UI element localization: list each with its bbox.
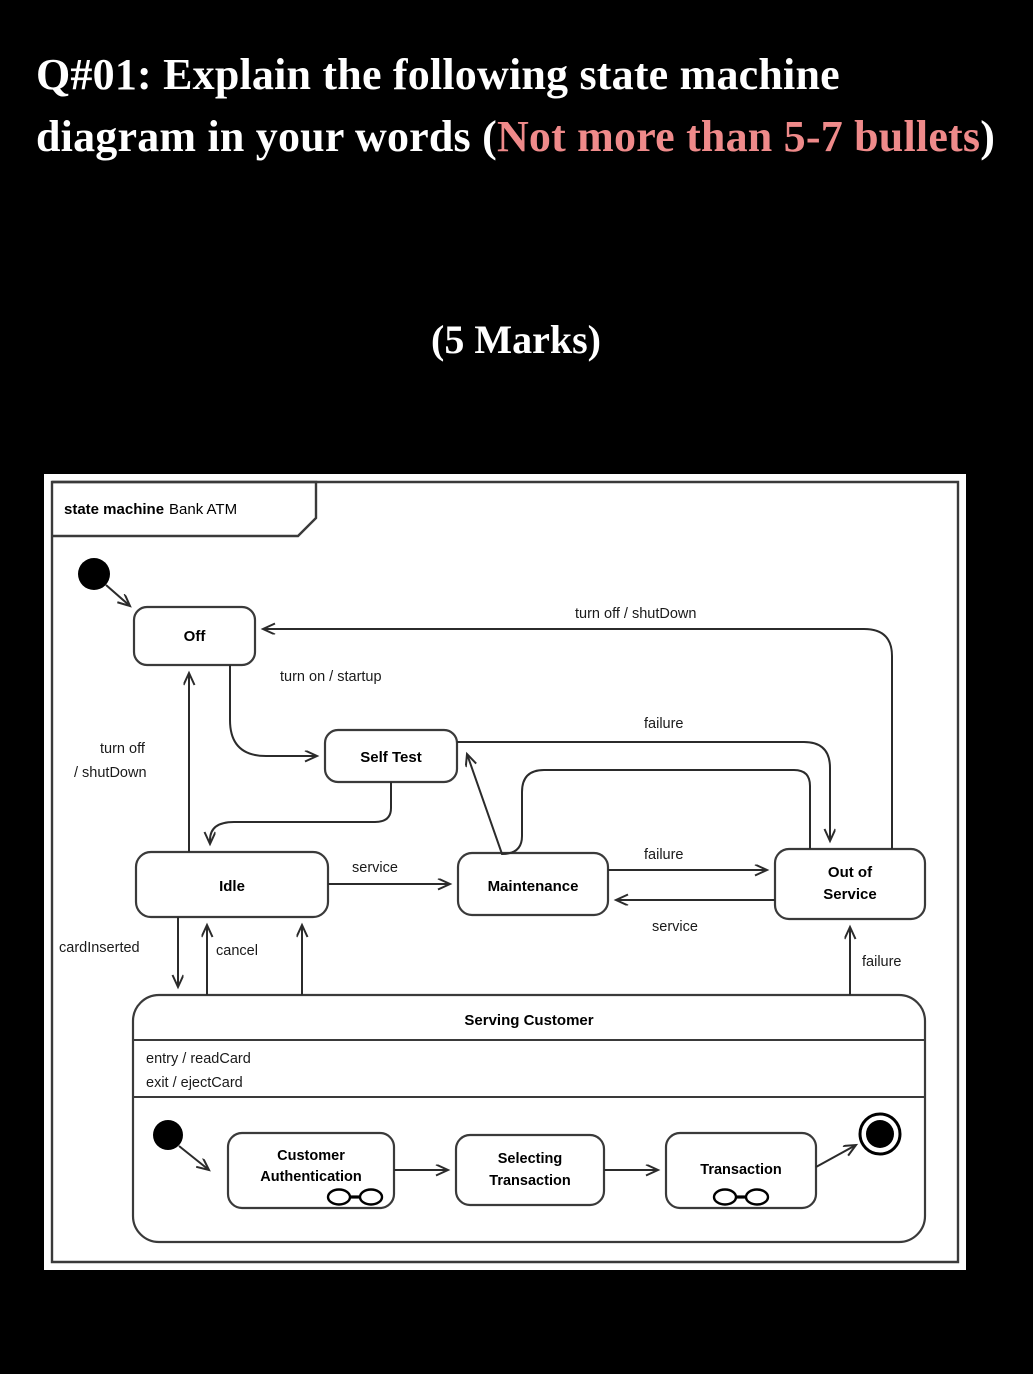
state-maintenance[interactable]: Maintenance: [456, 851, 610, 917]
edge-selftest-to-outofservice: [457, 741, 830, 841]
state-out-of-service-label-line2: Service: [823, 886, 876, 903]
state-self-test[interactable]: Self Test: [323, 728, 459, 784]
edge-label-failure-maintenance: failure: [644, 847, 684, 863]
edge-label-card-inserted: cardInserted: [59, 940, 140, 956]
edge-outofservice-to-selftest: [467, 754, 811, 856]
state-machine-diagram: state machine Bank ATM Off Self Test Idl…: [44, 474, 966, 1270]
state-selecting-transaction-label-line1: Selecting: [498, 1151, 562, 1167]
edge-label-turn-off-left-line2: / shutDown: [74, 765, 147, 781]
diagram-frame: state machine Bank ATM: [50, 480, 960, 1264]
state-idle[interactable]: Idle: [134, 850, 330, 919]
state-customer-authentication[interactable]: Customer Authentication: [226, 1131, 396, 1210]
frame-name-label: Bank ATM: [169, 501, 237, 518]
state-customer-authentication-label-line1: Customer: [277, 1148, 345, 1164]
entry-action-label: entry / readCard: [146, 1051, 251, 1067]
question-prefix-text: Q#01: Explain the following state machin…: [36, 50, 840, 161]
question-accent-text: Not more than 5-7 bullets: [496, 112, 981, 161]
state-out-of-service[interactable]: Out of Service: [773, 847, 927, 921]
exit-action-label: exit / ejectCard: [146, 1075, 243, 1091]
final-state: [858, 1112, 902, 1156]
edge-label-service-back: service: [652, 919, 698, 935]
edge-label-service-idle: service: [352, 860, 398, 876]
diagram-svg: state machine Bank ATM Off Self Test Idl…: [50, 480, 960, 1264]
composite-state-title: Serving Customer: [464, 1012, 593, 1029]
edge-selftest-to-idle: [210, 782, 392, 844]
state-customer-authentication-label-line2: Authentication: [260, 1169, 362, 1185]
marks-label: (5 Marks): [431, 317, 601, 362]
edge-label-turn-on-startup: turn on / startup: [280, 669, 382, 685]
state-idle-label: Idle: [219, 878, 245, 895]
state-transaction[interactable]: Transaction: [664, 1131, 818, 1210]
state-selecting-transaction[interactable]: Selecting Transaction: [454, 1133, 606, 1207]
question-suffix-text: ): [980, 112, 996, 161]
state-maintenance-label: Maintenance: [488, 878, 579, 895]
edge-label-failure-serving: failure: [862, 954, 902, 970]
edge-outofservice-to-off: [263, 629, 893, 849]
edge-label-failure-selftest: failure: [644, 716, 684, 732]
composite-state-serving-customer[interactable]: Serving Customer entry / readCard exit /…: [131, 993, 927, 1244]
page-title: Q#01: Explain the following state machin…: [36, 44, 996, 168]
edge-label-turn-off-top: turn off / shutDown: [575, 606, 696, 622]
state-self-test-label: Self Test: [360, 749, 421, 766]
submachine-indicator-icon: [326, 1188, 384, 1206]
state-off-label: Off: [184, 628, 207, 645]
question-block: Q#01: Explain the following state machin…: [36, 44, 996, 362]
edge-transaction-to-final: [815, 1145, 856, 1168]
edge-label-cancel: cancel: [216, 943, 258, 959]
state-transaction-label: Transaction: [700, 1162, 781, 1178]
state-selecting-transaction-label-line2: Transaction: [489, 1173, 570, 1189]
initial-pseudostate: [78, 558, 130, 606]
inner-initial-pseudostate: [153, 1120, 209, 1170]
state-out-of-service-label-line1: Out of: [828, 864, 873, 881]
state-off[interactable]: Off: [132, 605, 257, 667]
frame-kind-label: state machine: [64, 501, 164, 518]
edge-off-to-selftest: [229, 665, 317, 756]
submachine-indicator-icon: [712, 1188, 770, 1206]
edge-label-turn-off-left-line1: turn off: [100, 741, 146, 757]
